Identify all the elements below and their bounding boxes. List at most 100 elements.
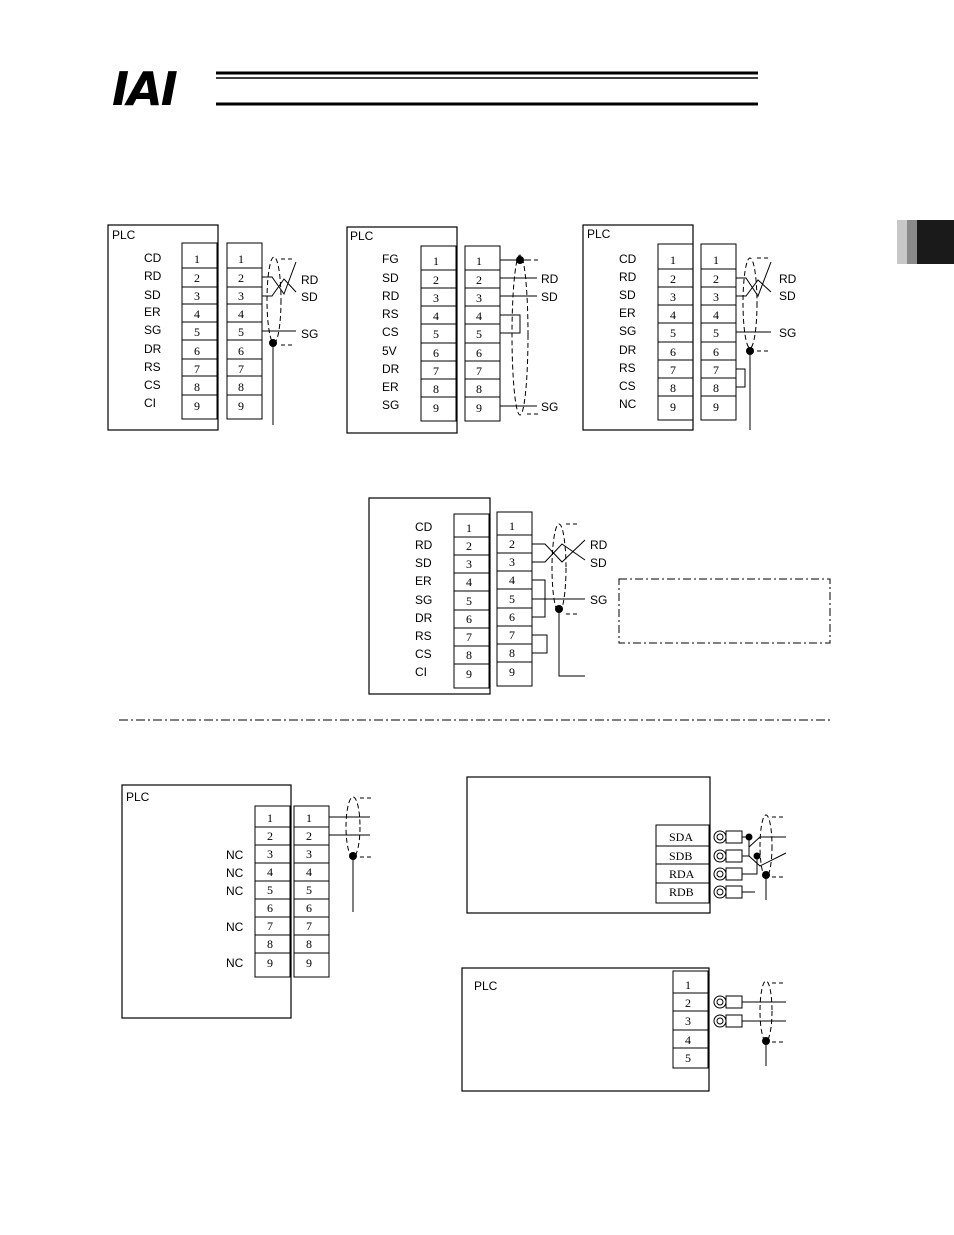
- device-label: PLC: [112, 228, 136, 242]
- pin-number: 1: [713, 253, 719, 267]
- diagram-4: CD RD SD ER SG DR RS CS CI 1 2 3 4 5 6 7…: [368, 497, 831, 695]
- pin-number: 3: [670, 290, 676, 304]
- pin-number: 1: [238, 252, 244, 266]
- pin-number: 8: [194, 380, 200, 394]
- signal-label: RS: [382, 307, 399, 321]
- pin-number: 7: [476, 364, 482, 378]
- signal-label: ER: [619, 306, 636, 320]
- pin-number: 7: [713, 363, 719, 377]
- pin-number: 3: [194, 289, 200, 303]
- pin-number: 2: [306, 829, 312, 843]
- pin-number: 1: [433, 254, 439, 268]
- wire-label: RD: [541, 272, 559, 286]
- device-label: PLC: [587, 227, 611, 241]
- signal-label: NC: [226, 866, 244, 880]
- pin-number: 3: [466, 557, 472, 571]
- pin-number: 5: [670, 326, 676, 340]
- diagram-1: PLC CD RD SD ER SG DR RS CS CI 1 2 3 4 5…: [107, 224, 319, 431]
- pin-number: 7: [466, 630, 472, 644]
- signal-label: SG: [382, 398, 399, 412]
- pin-number: 1: [267, 811, 273, 825]
- pin-number: 7: [194, 362, 200, 376]
- pin-number: 9: [670, 400, 676, 414]
- pin-number: 9: [433, 401, 439, 415]
- wire-label: SG: [590, 593, 607, 607]
- pin-number: 5: [238, 325, 244, 339]
- signal-label: NC: [226, 920, 244, 934]
- signal-label: SD: [619, 288, 636, 302]
- pin-number: 1: [685, 978, 691, 992]
- pin-number: 7: [267, 919, 273, 933]
- wire-label: RD: [301, 273, 319, 287]
- pin-number: 2: [194, 271, 200, 285]
- pin-number: 8: [238, 380, 244, 394]
- device-label: PLC: [126, 790, 150, 804]
- pin-number: 9: [509, 665, 515, 679]
- signal-label: DR: [415, 611, 433, 625]
- terminal-label: RDB: [669, 885, 694, 899]
- signal-label: NC: [619, 397, 637, 411]
- signal-label: RS: [619, 361, 636, 375]
- pin-number: 4: [267, 865, 273, 879]
- pin-number: 1: [466, 521, 472, 535]
- ring-terminals: [713, 995, 743, 1028]
- pin-number: 8: [306, 937, 312, 951]
- pin-number: 8: [476, 382, 482, 396]
- pin-number: 9: [267, 956, 273, 970]
- signal-label: CI: [144, 396, 156, 410]
- pin-number: 8: [267, 937, 273, 951]
- pin-number: 4: [685, 1033, 691, 1047]
- pin-number: 9: [476, 401, 482, 415]
- diagram-6: SDA SDB RDA RDB: [466, 776, 787, 914]
- signal-label: NC: [226, 884, 244, 898]
- pin-number: 1: [194, 252, 200, 266]
- wire-label: RD: [779, 272, 797, 286]
- signal-label: CS: [382, 325, 399, 339]
- signal-label: DR: [382, 362, 400, 376]
- pin-number: 3: [306, 847, 312, 861]
- diagram-3: PLC CD RD SD ER SG DR RS CS NC 1 2 3 4 5…: [582, 224, 797, 431]
- pin-number: 3: [713, 290, 719, 304]
- pin-number: 4: [476, 309, 482, 323]
- pin-number: 1: [670, 253, 676, 267]
- signal-label: SG: [619, 324, 636, 338]
- pin-number: 7: [238, 362, 244, 376]
- wire-label: SD: [590, 556, 607, 570]
- header-rule: [216, 71, 758, 106]
- pin-number: 5: [509, 592, 515, 606]
- wire-label: SD: [779, 289, 796, 303]
- signal-label: NC: [226, 956, 244, 970]
- terminal-label: RDA: [669, 867, 695, 881]
- signal-label: SD: [382, 271, 399, 285]
- signal-label: RD: [382, 289, 400, 303]
- cable-wiring: [532, 523, 586, 677]
- signal-label: CD: [415, 520, 433, 534]
- pin-number: 2: [466, 539, 472, 553]
- pin-number: 3: [685, 1014, 691, 1028]
- pin-number: 6: [306, 901, 312, 915]
- signal-label: ER: [144, 305, 161, 319]
- signal-label: CI: [415, 665, 427, 679]
- pin-number: 2: [238, 271, 244, 285]
- signal-label: ER: [415, 574, 432, 588]
- signal-label: DR: [144, 342, 162, 356]
- device-label: PLC: [350, 229, 374, 243]
- signal-label: FG: [382, 252, 399, 266]
- pin-number: 1: [306, 811, 312, 825]
- wire-label: SG: [779, 326, 796, 340]
- pin-number: 8: [466, 648, 472, 662]
- pin-number: 5: [267, 883, 273, 897]
- pin-number: 5: [476, 327, 482, 341]
- signal-label: CD: [144, 251, 162, 265]
- pin-number: 1: [476, 254, 482, 268]
- pin-number: 5: [433, 327, 439, 341]
- cable-wiring: [736, 257, 772, 430]
- pin-number: 9: [713, 400, 719, 414]
- pin-number: 9: [306, 956, 312, 970]
- chapter-tab-marker: [897, 220, 954, 264]
- pin-number: 8: [713, 381, 719, 395]
- pin-number: 4: [433, 309, 439, 323]
- pin-number: 4: [306, 865, 312, 879]
- signal-label: 5V: [382, 344, 397, 358]
